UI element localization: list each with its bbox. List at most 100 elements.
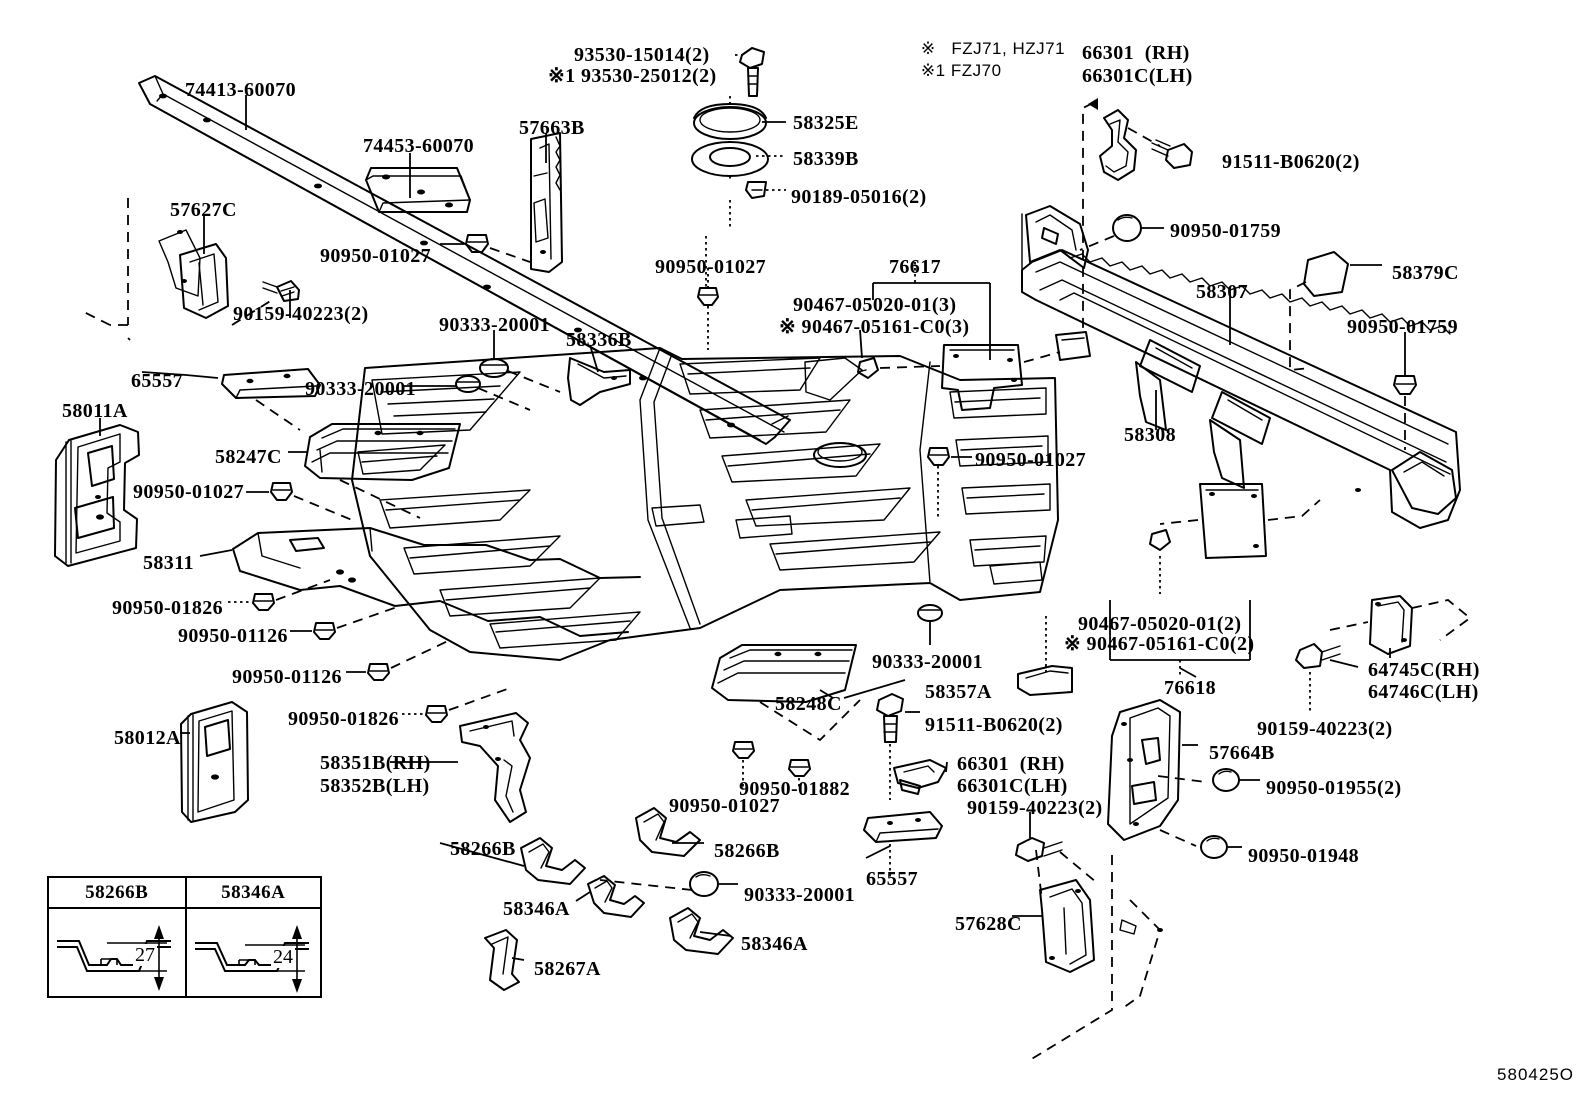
note-text-1: FZJ71, HZJ71 (951, 39, 1066, 58)
callout-58267A: 58267A (534, 958, 601, 980)
fastener-90950-01759-b (1393, 332, 1417, 450)
part-58247C-shape (304, 423, 461, 519)
part-57628C-shape (1035, 849, 1095, 973)
callout-90333-20001-d: 90333-20001 (744, 884, 856, 906)
fastener-90950-01027-a (440, 234, 531, 263)
callout-90467-05161-C0-3: ※ 90467-05161-C0(3) (779, 316, 970, 338)
callout-90467-05161-C0-2: ※ 90467-05161-C0(2) (1064, 633, 1255, 655)
fastener-90159-40223-mid (1015, 812, 1097, 883)
callout-58379C: 58379C (1392, 262, 1459, 284)
callout-90159-40223-b: 90159-40223(2) (1257, 718, 1393, 740)
part-66301-top-shape (1082, 98, 1137, 330)
fastener-90950-01759-a (1079, 214, 1164, 251)
svg-text:24: 24 (273, 946, 293, 968)
callout-90950-01759-b: 90950-01759 (1347, 316, 1459, 338)
note-fzj7171: ※ FZJ71, HZJ71 (900, 16, 1065, 82)
callout-90189-05016: 90189-05016(2) (791, 186, 927, 208)
callout-58352B: 58352B(LH) (320, 775, 430, 797)
fastener-90950-01027-d (927, 447, 972, 520)
note-symbol-1: ※ (920, 39, 936, 58)
callout-90950-01955: 90950-01955(2) (1266, 777, 1402, 799)
callout-90950-01826-a: 90950-01826 (112, 597, 224, 619)
callout-57663B: 57663B (519, 117, 585, 139)
callout-58011A: 58011A (62, 400, 128, 422)
callout-90950-01948: 90950-01948 (1248, 845, 1360, 867)
part-58267A-shape (484, 929, 520, 991)
fastener-90950-01027-c (246, 482, 353, 521)
legend-profile-58346A: 24 (187, 909, 321, 996)
fastener-90333-20001-d (599, 871, 738, 897)
callout-90467-05020-01-3: 90467-05020-01(3) (793, 294, 957, 316)
callout-58339B: 58339B (793, 148, 859, 170)
fastener-90950-01948 (1200, 835, 1242, 859)
fastener-90950-01126-b (346, 639, 451, 681)
part-57664B-shape (1107, 699, 1207, 847)
part-58346A-clip-a (587, 875, 645, 918)
callout-58012A: 58012A (114, 727, 181, 749)
callout-57664B: 57664B (1209, 742, 1275, 764)
part-58351B-shape (459, 712, 531, 823)
legend-column-58346A: 58346A 24 (184, 878, 321, 996)
svg-text:27: 27 (135, 944, 155, 966)
callout-58351B: 58351B(RH) (320, 752, 431, 774)
callout-90950-01126-b: 90950-01126 (232, 666, 342, 688)
callout-58248C: 58248C (775, 693, 842, 715)
part-58346A-clip-b (669, 907, 734, 955)
callout-64746C: 64746C(LH) (1368, 681, 1479, 703)
callout-90950-01027-c: 90950-01027 (133, 481, 245, 503)
part-58339B-ring (691, 141, 786, 177)
callout-90333-20001-b: 90333-20001 (305, 378, 417, 400)
callout-90950-01027-a: 90950-01027 (320, 245, 432, 267)
part-58266B-clip-b (520, 837, 586, 885)
callout-90950-01126-a: 90950-01126 (178, 625, 288, 647)
fastener-90333-20001-c (917, 604, 943, 645)
part-58379C-shape (1289, 251, 1349, 371)
fastener-90950-01826-b (402, 687, 511, 723)
legend-header-58346A: 58346A (186, 878, 320, 909)
callout-90950-01882: 90950-01882 (739, 778, 851, 800)
fastener-91511-B0620-top (1127, 127, 1193, 169)
callout-57627C: 57627C (170, 199, 237, 221)
callout-93530-25012: ※1 93530-25012(2) (548, 65, 717, 87)
legend-profile-58266B: 27 (49, 909, 185, 996)
callout-90950-01027-d: 90950-01027 (975, 449, 1087, 471)
callout-58325E: 58325E (793, 112, 859, 134)
callout-58266B-a: 58266B (714, 840, 780, 862)
callout-58336B: 58336B (566, 329, 632, 351)
fastener-90159-40223-right (1295, 643, 1341, 714)
callout-58357A: 58357A (925, 681, 992, 703)
fastener-90950-01826-a (228, 579, 331, 611)
part-58336B-shape (567, 357, 631, 406)
legend-column-58266B: 58266B 27 (49, 878, 185, 996)
callout-76617: 76617 (889, 256, 941, 278)
callout-91511-B0620-top: 91511-B0620(2) (1222, 151, 1360, 173)
callout-93530-15014: 93530-15014(2) (574, 44, 710, 66)
legend-table: 58266B 27 58346A (47, 876, 322, 998)
part-58307-58308-shape (1021, 205, 1461, 529)
callout-90950-01826-b: 90950-01826 (288, 708, 400, 730)
fastener-93530-bolt (729, 47, 765, 106)
part-74453-60070-shape (365, 167, 471, 213)
diagram-code: 580425O (1497, 1065, 1574, 1084)
callout-66301-mid: 66301 (RH) (957, 753, 1065, 775)
part-58012A-shape (180, 701, 249, 823)
part-58311-shape (232, 527, 641, 637)
callout-66301-top: 66301 (RH) (1082, 42, 1190, 64)
part-64745C-shape (1329, 595, 1472, 658)
callout-74453-60070: 74453-60070 (363, 135, 475, 157)
callout-90950-01759-a: 90950-01759 (1170, 220, 1282, 242)
callout-57628C: 57628C (955, 913, 1022, 935)
part-58011A-shape (54, 424, 140, 567)
callout-90467-05020-01-2: 90467-05020-01(2) (1078, 613, 1242, 635)
callout-90950-01027-b: 90950-01027 (655, 256, 767, 278)
callout-90159-40223-c: 90159-40223(2) (967, 797, 1103, 819)
part-58325E-ring (693, 103, 786, 140)
callout-74413-60070: 74413-60070 (185, 79, 297, 101)
callout-58311: 58311 (143, 552, 194, 574)
callout-66301C-top: 66301C(LH) (1082, 65, 1193, 87)
body-ghost-outline (1029, 855, 1163, 1061)
fastener-90950-01955 (1212, 768, 1260, 792)
callout-64745C: 64745C(RH) (1368, 659, 1480, 681)
callout-91511-B0620-mid: 91511-B0620(2) (925, 714, 1063, 736)
